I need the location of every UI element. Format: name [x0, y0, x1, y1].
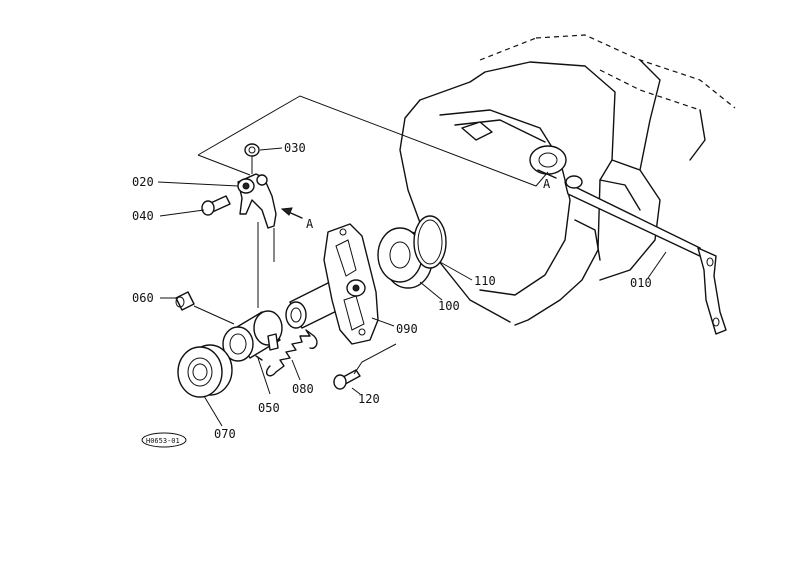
part-label-090: 090 — [396, 322, 418, 336]
part-label-050: 050 — [258, 401, 280, 415]
part-label-080: 080 — [292, 382, 314, 396]
part-label-040: 040 — [132, 209, 154, 223]
part-label-070: 070 — [214, 427, 236, 441]
part-label-030: 030 — [284, 141, 306, 155]
part-070-bearing — [177, 344, 233, 398]
part-030-washer — [244, 143, 260, 174]
transmission-housing: A — [399, 34, 736, 326]
part-120-bolt — [333, 369, 361, 390]
part-label-020: 020 — [132, 175, 154, 189]
part-060-grease-fitting — [175, 291, 195, 311]
drawing-code-badge: H0653-01 — [141, 432, 187, 448]
arrow-a-label: A — [306, 217, 314, 231]
part-label-110: 110 — [474, 274, 496, 288]
part-080-spring — [266, 329, 318, 377]
part-090-release-hub — [285, 223, 379, 345]
part-020-release-fork — [237, 173, 277, 229]
part-010-clutch-lever-shaft — [564, 175, 727, 335]
reference-line — [197, 95, 549, 187]
view-arrow-a: A — [280, 207, 314, 231]
part-label-120: 120 — [358, 392, 380, 406]
housing-a-label: A — [543, 177, 551, 191]
part-label-010: 010 — [630, 276, 652, 290]
drawing-code: H0653-01 — [146, 437, 180, 445]
part-110-o-ring — [413, 215, 447, 269]
part-040-bolt — [201, 195, 231, 216]
part-label-100: 100 — [438, 299, 460, 313]
part-050-release-sleeve — [222, 310, 283, 362]
